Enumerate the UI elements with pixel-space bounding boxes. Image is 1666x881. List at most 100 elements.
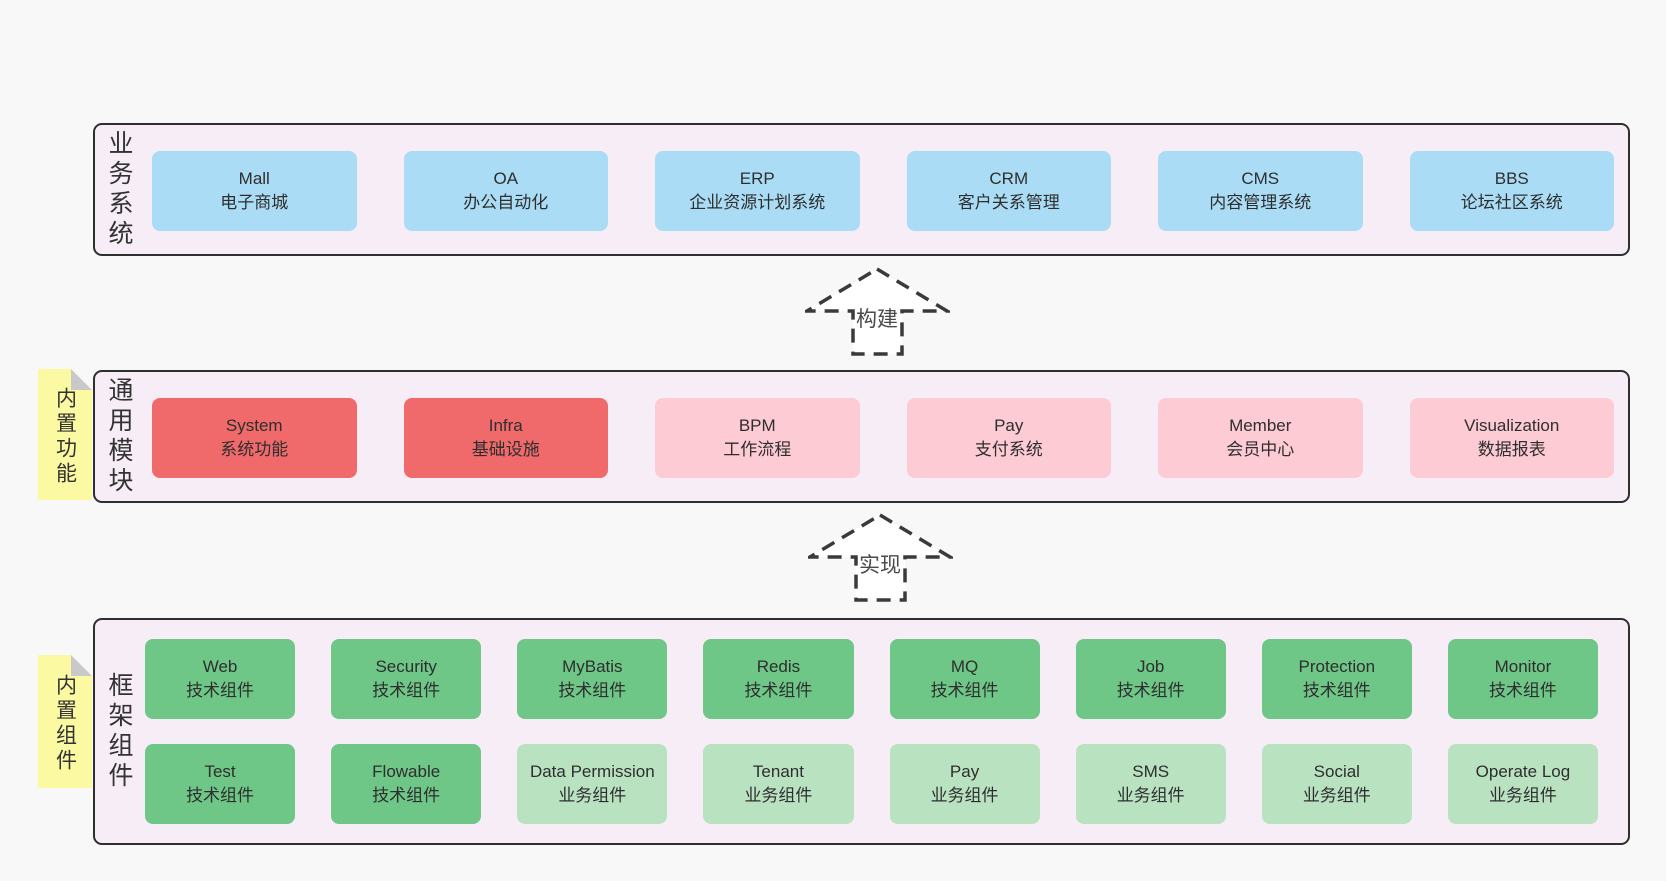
module-box-operate-log: Operate Log 业务组件 (1447, 744, 1598, 824)
module-name: OA (493, 168, 519, 188)
module-box-mall: Mall 电子商城 (152, 151, 357, 231)
module-name: Security (375, 656, 437, 676)
folded-corner-icon (71, 655, 92, 676)
sticky-built-in-features: 内置功能 (38, 369, 92, 500)
module-name: Test (204, 761, 236, 781)
module-desc: 基础设施 (471, 440, 540, 459)
module-desc: 业务组件 (744, 786, 813, 805)
module-name: BPM (738, 415, 776, 435)
module-name: Mall (238, 168, 270, 188)
module-desc: 技术组件 (1302, 681, 1371, 700)
band-label-business-systems: 业务系统 (105, 129, 133, 250)
module-name: MyBatis (562, 656, 623, 676)
folded-corner-icon (71, 369, 92, 390)
module-desc: 技术组件 (372, 786, 441, 805)
module-name: Data Permission (529, 761, 655, 781)
module-box-web: Web 技术组件 (145, 639, 296, 719)
module-box-job: Job 技术组件 (1075, 639, 1226, 719)
module-name: Visualization (1464, 415, 1560, 435)
module-desc: 工作流程 (723, 440, 792, 459)
band-business-systems: 业务系统 Mall 电子商城 OA 办公自动化 ERP 企业资源计划系统 CRM 客户关系管理… (93, 123, 1630, 256)
module-desc: 业务组件 (1488, 786, 1557, 805)
module-box-visualization: Visualization 数据报表 (1409, 398, 1614, 478)
module-box-system: System 系统功能 (152, 398, 357, 478)
module-desc: 技术组件 (930, 681, 999, 700)
module-desc: 技术组件 (186, 681, 255, 700)
module-box-erp: ERP 企业资源计划系统 (655, 151, 860, 231)
module-row-common: System 系统功能 Infra 基础设施 BPM 工作流程 Pay 支付系统 Member 会… (152, 398, 1614, 478)
module-box-bpm: BPM 工作流程 (655, 398, 860, 478)
module-desc: 内容管理系统 (1209, 193, 1312, 212)
module-desc: 技术组件 (1116, 681, 1185, 700)
module-box-member: Member 会员中心 (1158, 398, 1363, 478)
module-desc: 论坛社区系统 (1460, 193, 1563, 212)
module-box-redis: Redis 技术组件 (703, 639, 854, 719)
module-name: Flowable (372, 761, 441, 781)
module-desc: 技术组件 (558, 681, 627, 700)
module-desc: 支付系统 (974, 440, 1043, 459)
module-box-infra: Infra 基础设施 (403, 398, 608, 478)
module-desc: 业务组件 (1302, 786, 1371, 805)
module-desc: 会员中心 (1226, 440, 1295, 459)
module-name: Redis (756, 656, 801, 676)
module-name: Operate Log (1475, 761, 1571, 781)
band-label-framework-components: 框架组件 (105, 671, 133, 792)
module-desc: 客户关系管理 (957, 193, 1060, 212)
module-box-sms: SMS 业务组件 (1075, 744, 1226, 824)
module-name: SMS (1132, 761, 1170, 781)
sticky-label-built-in-features: 内置功能 (53, 387, 77, 488)
module-desc: 技术组件 (1488, 681, 1557, 700)
module-box-flowable: Flowable 技术组件 (331, 744, 482, 824)
module-box-monitor: Monitor 技术组件 (1447, 639, 1598, 719)
module-box-test: Test 技术组件 (145, 744, 296, 824)
module-name: Infra (488, 415, 523, 435)
module-name: CRM (989, 168, 1029, 188)
arrow-build-label: 构建 (856, 308, 898, 331)
block-arrow-up-icon: 实现 (803, 512, 957, 602)
sticky-label-built-in-components: 内置组件 (53, 674, 77, 775)
module-desc: 系统功能 (220, 440, 289, 459)
module-name: Tenant (752, 761, 804, 781)
arrow-build: 构建 (800, 266, 954, 358)
module-name: Pay (994, 415, 1024, 435)
module-desc: 电子商城 (220, 193, 289, 212)
module-desc: 企业资源计划系统 (689, 193, 826, 212)
module-name: BBS (1494, 168, 1529, 188)
module-box-social: Social 业务组件 (1261, 744, 1412, 824)
module-name: ERP (739, 168, 775, 188)
module-name: Pay (949, 761, 980, 781)
module-name: System (225, 415, 283, 435)
arrow-implement-label: 实现 (859, 554, 901, 577)
module-box-tenant: Tenant 业务组件 (703, 744, 854, 824)
module-box-pay: Pay 支付系统 (906, 398, 1111, 478)
arrow-implement: 实现 (803, 512, 957, 604)
module-name: Web (202, 656, 238, 676)
module-box-mybatis: MyBatis 技术组件 (517, 639, 668, 719)
module-desc: 业务组件 (558, 786, 627, 805)
sticky-built-in-components: 内置组件 (38, 655, 92, 788)
module-desc: 办公自动化 (463, 193, 549, 212)
module-name: Job (1136, 656, 1165, 676)
module-desc: 数据报表 (1477, 440, 1546, 459)
module-desc: 技术组件 (744, 681, 813, 700)
module-name: Monitor (1494, 656, 1552, 676)
module-box-data-permission: Data Permission 业务组件 (517, 744, 668, 824)
band-label-common-modules: 通用模块 (105, 376, 133, 497)
module-desc: 业务组件 (1116, 786, 1185, 805)
module-name: Social (1313, 761, 1360, 781)
block-arrow-up-icon: 构建 (800, 266, 954, 356)
module-box-crm: CRM 客户关系管理 (906, 151, 1111, 231)
module-desc: 技术组件 (186, 786, 255, 805)
module-name: Member (1229, 415, 1292, 435)
module-name: MQ (950, 656, 979, 676)
band-common-modules: 通用模块 System 系统功能 Infra 基础设施 BPM 工作流程 Pay 支付系统 Me… (93, 370, 1630, 503)
